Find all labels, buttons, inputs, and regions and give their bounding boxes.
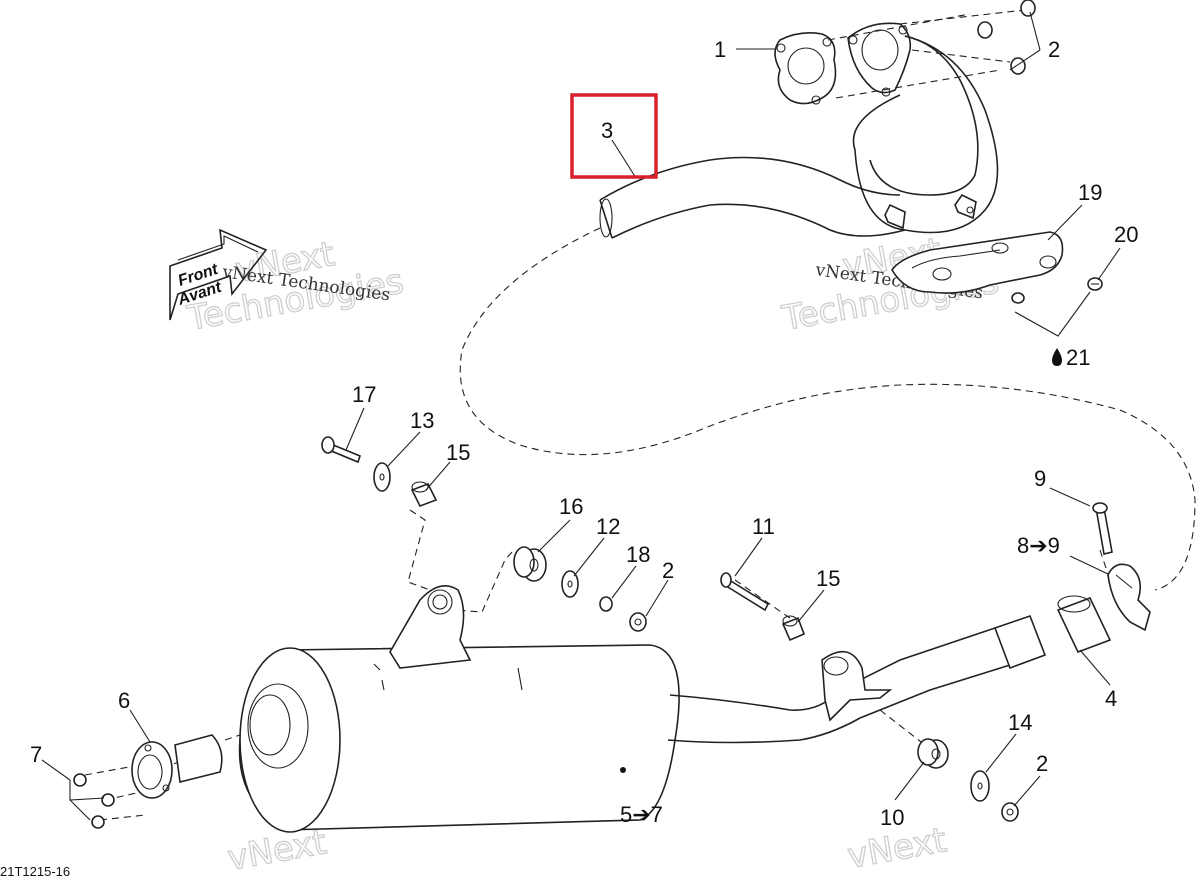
callout-9: 9 — [1034, 466, 1046, 491]
part-screws-7 — [73, 773, 115, 829]
part-grommet-16 — [513, 546, 547, 582]
callout-14: 14 — [1008, 710, 1032, 735]
part-washer-12 — [561, 570, 579, 598]
callout-7: 7 — [30, 742, 42, 767]
part-mid-pipe — [667, 614, 1047, 744]
part-clamp — [1107, 563, 1151, 632]
part-hanger-bracket — [891, 231, 1064, 294]
part-spacer-15b — [781, 615, 806, 642]
part-bolt-11 — [720, 572, 770, 612]
part-gasket — [774, 32, 837, 105]
part-bolt-20 — [1087, 277, 1103, 291]
part-spacer-18 — [599, 596, 613, 612]
part-bolt-hanger — [1011, 292, 1025, 304]
callout-2-top: 2 — [1048, 37, 1060, 62]
callout-12: 12 — [596, 514, 620, 539]
leader-lines — [41, 11, 1121, 821]
highlight-box — [570, 93, 658, 179]
part-spark-arrestor — [131, 734, 223, 799]
callout-2-mid: 2 — [662, 558, 674, 583]
part-washer-14 — [970, 770, 990, 802]
part-sleeve — [1056, 595, 1112, 654]
callout-6: 6 — [118, 688, 130, 713]
callout-4: 4 — [1105, 686, 1117, 711]
callout-13: 13 — [410, 408, 434, 433]
callout-1: 1 — [714, 37, 726, 62]
droplet-icon — [1052, 348, 1062, 366]
part-washer-13 — [373, 462, 391, 492]
callout-5-to-7: 5➔7 — [620, 802, 663, 827]
part-muffler — [238, 584, 680, 833]
part-bolt-17 — [321, 436, 361, 464]
callout-15-right: 15 — [816, 566, 840, 591]
callout-16: 16 — [559, 494, 583, 519]
part-bolt-9 — [1092, 502, 1113, 555]
callout-3: 3 — [601, 118, 613, 143]
callout-10: 10 — [880, 805, 904, 830]
watermark-vnext: vNext — [225, 822, 330, 877]
callout-20: 20 — [1114, 222, 1138, 247]
callout-11: 11 — [752, 514, 775, 539]
part-spacer-15 — [410, 481, 438, 508]
callout-8-to-9: 8➔9 — [1017, 533, 1060, 558]
callout-labels: 1 2 3 19 20 21 17 13 15 16 12 18 2 11 15… — [30, 37, 1138, 830]
callout-17: 17 — [352, 382, 376, 407]
part-nuts-2a — [977, 0, 1036, 75]
drawing-number: 21T1215-16 — [0, 864, 70, 877]
callout-15-left: 15 — [446, 440, 470, 465]
callout-21: 21 — [1066, 345, 1090, 370]
part-nut-2c — [1001, 802, 1019, 822]
callout-18: 18 — [626, 542, 650, 567]
callout-19: 19 — [1078, 180, 1102, 205]
part-nut-2 — [629, 612, 647, 632]
part-grommet-10 — [917, 738, 949, 769]
callout-2-bottom: 2 — [1036, 751, 1048, 776]
